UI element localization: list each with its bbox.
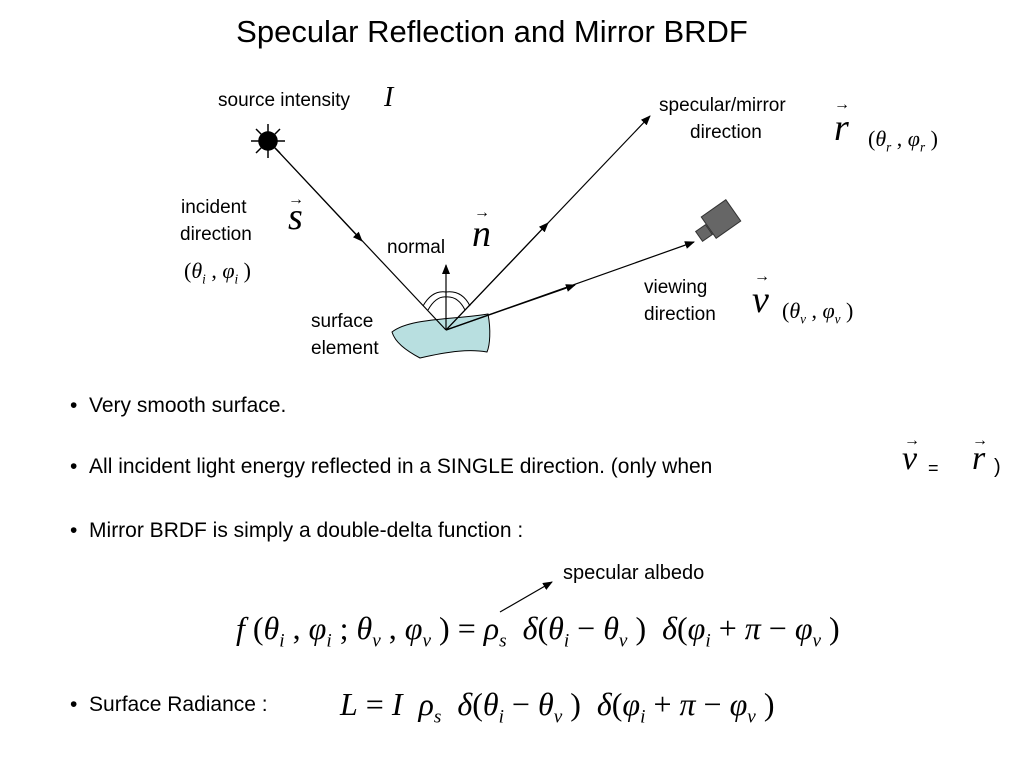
vector-arrow-icon: → [972, 432, 988, 449]
normal-label: normal [387, 237, 446, 258]
vector-arrow-icon: → [474, 204, 490, 221]
surface-label-line2: element [311, 338, 379, 359]
bullet-1: • Very smooth surface. [70, 394, 287, 417]
incident-label-line1: incident [181, 197, 247, 218]
camera-icon [694, 199, 742, 243]
bullet-1-text: Very smooth surface. [89, 394, 287, 417]
condition-close-paren: ) [994, 456, 1001, 478]
page-title: Specular Reflection and Mirror BRDF [236, 14, 748, 49]
bullet-3: • Mirror BRDF is simply a double-delta f… [70, 519, 524, 542]
specular-symbol: r [834, 107, 849, 149]
specular-label-line1: specular/mirror [659, 95, 786, 116]
surface-element-shape [391, 313, 491, 359]
bullet-2-condition: → v = → r ) [902, 432, 1012, 490]
specular-albedo-label: specular albedo [563, 562, 705, 584]
radiance-equation: L = I ρs δ(θi − θv ) δ(φi + π − φv ) [340, 686, 775, 728]
specular-label-line2: direction [690, 122, 762, 143]
bullet-4-text: Surface Radiance : [89, 693, 268, 716]
sun-icon [251, 124, 285, 158]
condition-v-symbol: v [902, 440, 918, 477]
bullet-3-text: Mirror BRDF is simply a double-delta fun… [89, 519, 524, 542]
viewing-angles: (θv , φv ) [782, 298, 854, 327]
condition-r-symbol: r [972, 440, 986, 477]
source-intensity-label: source intensity [218, 90, 351, 111]
bullet-2-text: All incident light energy reflected in a… [89, 455, 713, 478]
bullet-2: • All incident light energy reflected in… [70, 455, 713, 478]
incident-ray-arrow [275, 148, 363, 242]
viewing-ray-mid-arrow [445, 284, 576, 331]
vector-arrow-icon: → [754, 268, 770, 285]
normal-symbol: n [472, 213, 491, 255]
surface-label-line1: surface [311, 311, 374, 332]
viewing-label-line1: viewing [644, 277, 708, 298]
viewing-symbol: v [752, 279, 769, 321]
specular-ray-mid-arrow [445, 222, 549, 331]
brdf-equation: f (θi , φi ; θv , φv ) = ρs δ(θi − θv ) … [236, 610, 840, 652]
incident-symbol: s [288, 196, 303, 238]
vector-arrow-icon: → [834, 96, 850, 113]
incident-angles: (θi , φi ) [184, 258, 251, 287]
albedo-pointer [499, 581, 553, 613]
specular-angles: (θr , φr ) [868, 126, 938, 155]
viewing-label-line2: direction [644, 304, 716, 325]
vector-arrow-icon: → [904, 432, 920, 449]
angle-arcs [422, 291, 471, 311]
bullet-4: • Surface Radiance : [70, 693, 268, 716]
vector-arrow-icon: → [288, 191, 304, 208]
source-intensity-symbol: I [384, 82, 394, 113]
condition-equals: = [928, 458, 939, 478]
incident-label-line2: direction [180, 224, 252, 245]
